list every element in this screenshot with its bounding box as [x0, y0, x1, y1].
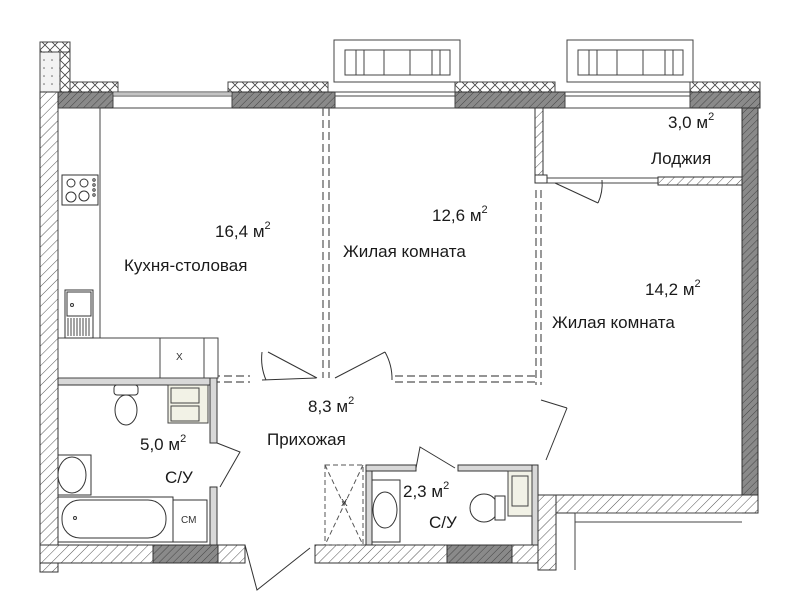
living2-area: 14,2 м2: [645, 278, 701, 299]
door-bathroom1: [216, 442, 241, 488]
stove-icon: [61, 174, 99, 206]
window-loggia: [564, 39, 694, 109]
living2-name: Жилая комната: [552, 313, 675, 332]
window-kitchen: [112, 91, 233, 109]
window-room1: [333, 39, 461, 109]
top-insulation: [69, 81, 761, 93]
door-room2: [540, 399, 568, 461]
washer-label: СМ: [181, 515, 197, 526]
door-kitchen: [261, 351, 318, 381]
kitchen-area: 16,4 м2: [215, 220, 271, 241]
radiator2-icon: [507, 470, 533, 517]
door-entrance: [244, 544, 311, 591]
bath2-area: 2,3 м2: [403, 480, 450, 501]
fridge-mark: X: [176, 352, 183, 363]
toilet-icon: [113, 384, 139, 426]
radiator-icon: [167, 384, 209, 424]
bathtub-icon: [57, 496, 174, 543]
door-bathroom2: [415, 446, 456, 469]
bottom-wall: [39, 494, 759, 571]
closet: [324, 464, 364, 546]
closet-mark: X: [341, 498, 348, 509]
washbasin-icon: [57, 454, 92, 496]
right-wall: [741, 107, 759, 514]
loggia-name: Лоджия: [651, 149, 712, 168]
living1-name: Жилая комната: [343, 242, 466, 261]
loggia-walls: [534, 107, 743, 204]
hallway-name: Прихожая: [267, 430, 346, 449]
sink-icon: [64, 289, 94, 339]
loggia-area: 3,0 м2: [668, 111, 715, 132]
bath2-name: С/У: [429, 513, 457, 532]
left-wall: [39, 91, 59, 573]
hallway-area: 8,3 м2: [308, 395, 355, 416]
partition-dashed: [212, 108, 542, 385]
living1-area: 12,6 м2: [432, 204, 488, 225]
bath1-name: С/У: [165, 468, 193, 487]
washer-box: [172, 499, 208, 543]
bath1-area: 5,0 м2: [140, 433, 187, 454]
kitchen-name: Кухня-столовая: [124, 256, 248, 275]
toilet2-icon: [469, 493, 506, 523]
door-room1: [334, 351, 393, 381]
washbasin2-icon: [371, 479, 401, 543]
